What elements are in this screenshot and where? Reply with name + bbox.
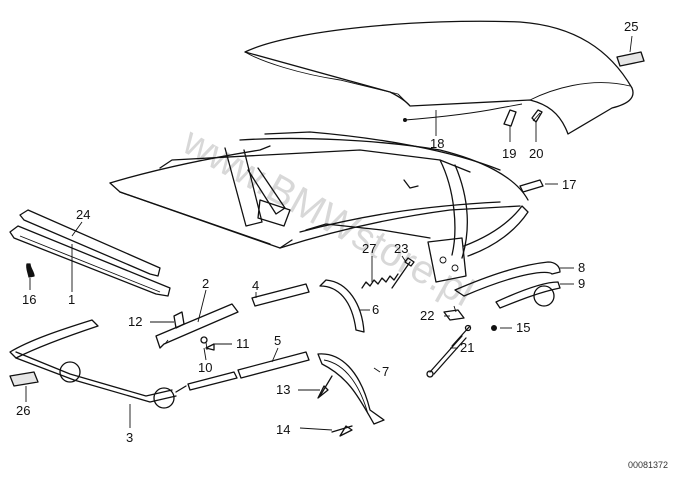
part-23-bolt [391,257,415,289]
callout-1: 1 [68,292,75,307]
callout-18: 18 [430,136,444,151]
callout-26: 26 [16,403,30,418]
part-26-patch [9,371,39,387]
part-27-spring [361,273,399,289]
document-number: 00081372 [628,460,668,470]
part-16-screw [26,263,35,278]
part-25-label-patch [616,51,645,67]
part-24-seal-strip [19,209,161,277]
part-5-strips [187,351,310,391]
part-22-bracket [443,305,465,321]
callout-11: 11 [236,336,250,351]
part-7-pillar-trim [317,353,385,425]
part-14-pin [331,425,353,437]
part-8-side-rail [454,261,561,297]
part-3-lower-rail [9,319,187,409]
callout-13: 13 [276,382,290,397]
part-13-pin [317,375,333,399]
callout-19: 19 [502,146,516,161]
callout-20: 20 [529,146,543,161]
callout-2: 2 [202,276,209,291]
callout-8: 8 [578,260,585,275]
callout-10: 10 [198,360,212,375]
callout-23: 23 [394,241,408,256]
callout-24: 24 [76,207,90,222]
leader-lines [25,35,633,431]
callout-21: 21 [460,340,474,355]
part-10-11-fasteners [200,336,215,351]
part-12-clip [173,311,185,329]
callout-6: 6 [372,302,379,317]
part-17-clip [519,179,544,193]
callout-4: 4 [252,278,259,293]
part-20-fastener [531,109,543,123]
part-9-side-rail [495,281,561,309]
part-1-front-rail [9,225,171,297]
callout-22: 22 [420,308,434,323]
callout-27: 27 [362,241,376,256]
part-4-strip [251,283,310,307]
part-21-gas-strut [426,324,472,378]
callout-5: 5 [274,333,281,348]
callout-25: 25 [624,19,638,34]
callout-17: 17 [562,177,576,192]
callout-9: 9 [578,276,585,291]
part-15-screw [491,325,497,331]
part-2-bracket [155,303,239,349]
callout-15: 15 [516,320,530,335]
callout-12: 12 [128,314,142,329]
part-18-soft-top-cover [244,20,634,135]
callout-labels: 25 18 19 20 17 24 16 1 27 23 8 9 2 4 12 … [16,19,638,445]
callout-7: 7 [382,364,389,379]
callout-3: 3 [126,430,133,445]
callout-16: 16 [22,292,36,307]
convertible-top-frame [109,131,529,283]
part-6-curved-trim [319,279,365,333]
part-19-clip [503,109,517,127]
callout-14: 14 [276,422,290,437]
